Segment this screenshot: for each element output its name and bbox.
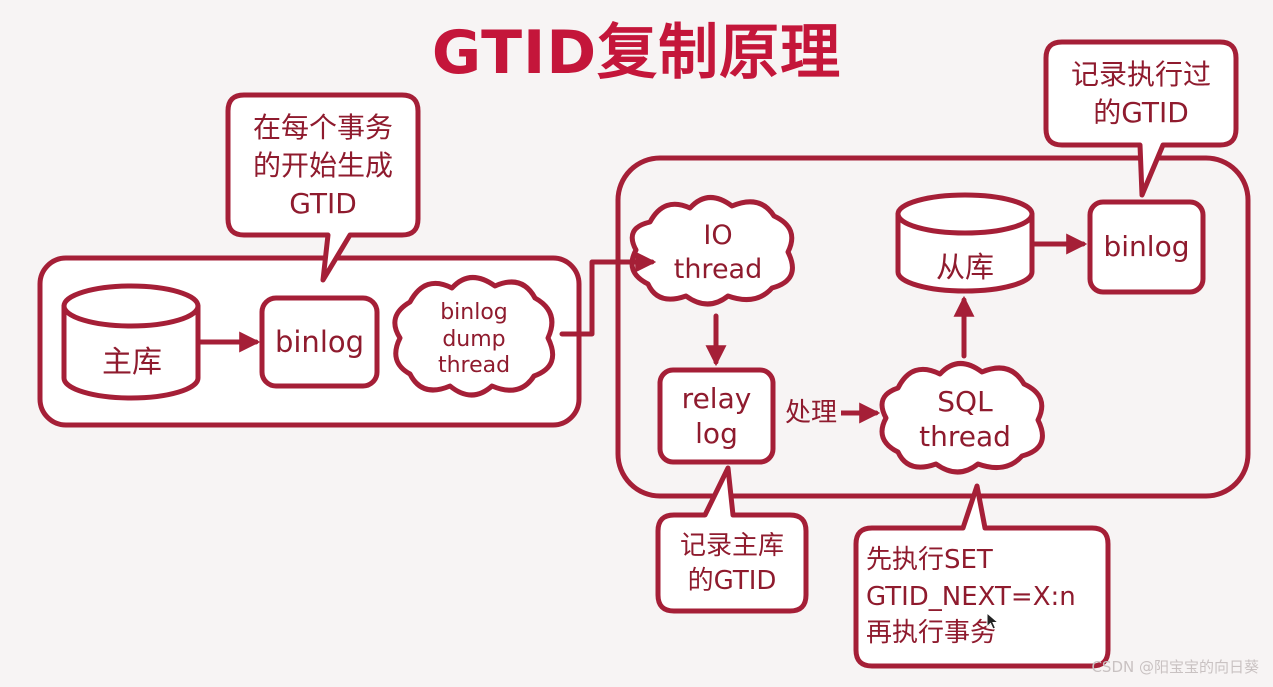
slave-binlog-label: binlog — [1103, 230, 1190, 264]
slave-binlog-callout-text: 记录执行过 的GTID — [1070, 58, 1211, 129]
slave-binlog-box — [1087, 199, 1206, 295]
master-callout — [225, 92, 421, 283]
page-title: GTID复制原理 — [431, 18, 842, 88]
slave-binlog-callout — [1043, 39, 1239, 198]
sql-thread-cloud — [879, 361, 1045, 475]
sql-callout-text: 先执行SET GTID_NEXT=X:n 再执行事务 — [866, 545, 1076, 649]
sql-callout — [853, 483, 1111, 669]
relay-log-label: relay log — [681, 382, 752, 450]
relay-log-box — [657, 367, 776, 465]
master-callout-text: 在每个事务 的开始生成 GTID — [252, 111, 393, 220]
slave-db-cylinder — [895, 192, 1035, 294]
master-binlog-label: binlog — [274, 324, 365, 359]
watermark: CSDN @阳宝宝的向日葵 — [1091, 658, 1259, 676]
sql-thread-label: SQL thread — [919, 385, 1011, 453]
relay-callout — [655, 465, 809, 614]
master-db-label: 主库 — [102, 345, 162, 380]
relay-callout-text: 记录主库 的GTID — [679, 530, 784, 596]
slave-db-label: 从库 — [935, 249, 994, 284]
dump-thread-cloud — [392, 275, 556, 398]
master-db-cylinder — [61, 283, 201, 401]
io-thread-cloud — [629, 195, 795, 307]
slave-container — [615, 155, 1251, 499]
dump-thread-label: binlog dump thread — [437, 299, 511, 379]
arrow-dump-to-io — [559, 251, 657, 337]
mouse-cursor-icon — [986, 612, 1000, 630]
master-binlog-box — [259, 295, 380, 389]
io-thread-label: IO thread — [673, 220, 763, 285]
process-label: 处理 — [781, 396, 841, 432]
